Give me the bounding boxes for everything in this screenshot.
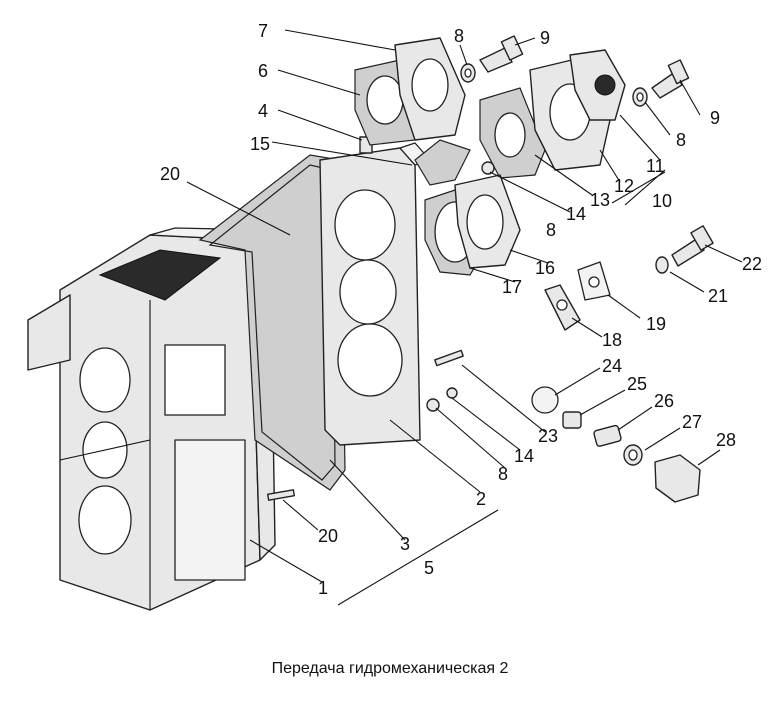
callout-10: 10 [652,191,672,211]
callout-28: 28 [716,430,736,450]
callout-8-top: 8 [454,26,464,46]
plate-part-2 [319,142,431,446]
housing-part-1 [27,227,276,611]
callout-5: 5 [424,558,434,578]
callout-4: 4 [258,101,268,121]
callout-20-top: 20 [160,164,180,184]
callout-17: 17 [502,277,522,297]
callout-3: 3 [400,534,410,554]
cover-part-7 [394,37,466,141]
bolt-part-22 [671,225,714,267]
callout-20-lower: 20 [318,526,338,546]
callout-8-right: 8 [676,130,686,150]
callout-24: 24 [602,356,622,376]
pin-part-23 [434,349,464,367]
callout-21: 21 [708,286,728,306]
washer-part-8-top [460,63,476,83]
callout-26: 26 [654,391,674,411]
callout-14-lower: 14 [514,446,534,466]
callout-15: 15 [250,134,270,154]
gasket-part-3 [198,154,346,491]
callout-25: 25 [627,374,647,394]
callout-7: 7 [258,21,268,41]
pin-part-20-lower [266,489,296,501]
valve-part-25 [562,411,582,429]
callout-18: 18 [602,330,622,350]
callout-1: 1 [318,578,328,598]
gasket-part-19 [577,261,611,301]
callout-labels: 7 6 4 15 20 8 9 9 8 11 12 13 10 14 8 16 … [160,21,762,598]
gasket-part-13 [479,87,546,179]
small-part-14-top [481,161,495,175]
housing-part-11 [569,49,626,121]
washer-part-27 [623,444,643,466]
cover-part-18 [544,284,581,331]
callout-11: 11 [646,156,665,176]
gasket-part-15 [414,139,471,186]
callout-9-top: 9 [540,28,550,48]
callout-16: 16 [535,258,555,278]
small-parts-8-14-lower [426,387,458,412]
housing-part-16 [454,174,521,269]
plug-part-28 [654,454,701,503]
ball-part-24 [531,386,559,414]
callout-9-right: 9 [710,108,720,128]
washer-part-21 [655,256,669,274]
callout-13: 13 [590,190,610,210]
washer-part-8-right [632,87,648,107]
callout-8-lower: 8 [498,464,508,484]
callout-2: 2 [476,489,486,509]
bolt-part-9-right [651,59,690,99]
figure-caption: Передача гидромеханическая 2 [271,660,509,677]
callout-23: 23 [538,426,558,446]
callout-6: 6 [258,61,268,81]
spring-part-26 [593,424,622,447]
callout-27: 27 [682,412,702,432]
bolt-part-9-top [479,35,524,73]
leader-lines [186,29,743,606]
callout-22: 22 [742,254,762,274]
callout-14-top: 14 [566,204,586,224]
callout-19: 19 [646,314,666,334]
callout-12: 12 [614,176,634,196]
callout-8-mid: 8 [546,220,556,240]
